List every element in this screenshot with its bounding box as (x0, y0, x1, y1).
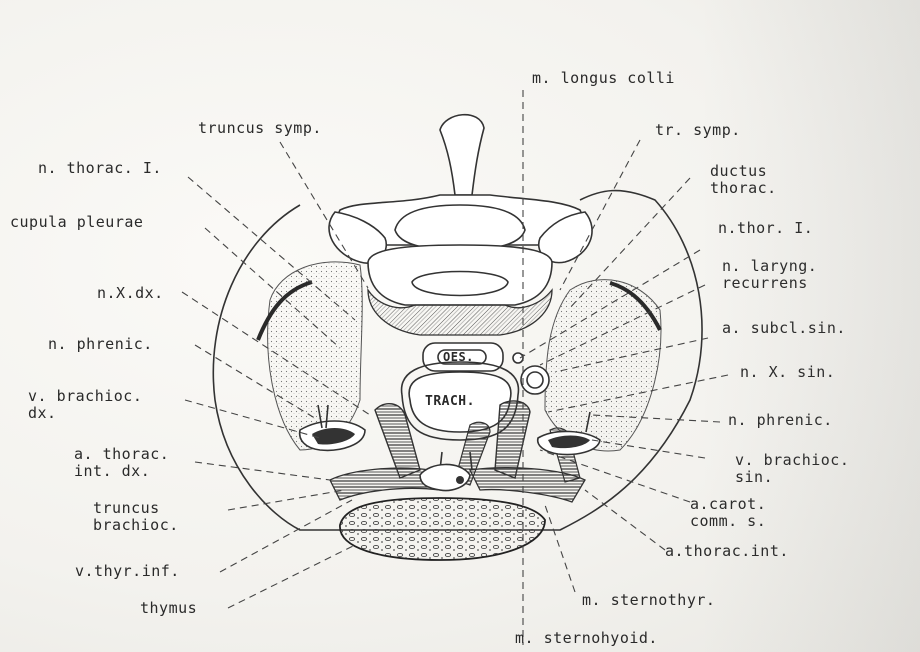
label-cupula-pleurae: cupula pleurae (10, 214, 143, 231)
label-a-thorac-int-dx: a. thorac. int. dx. (74, 446, 169, 480)
label-n-phrenic-right: n. phrenic. (728, 412, 833, 429)
label-n-thor-i: n.thor. I. (718, 220, 813, 237)
label-n-thorac-i: n. thorac. I. (38, 160, 162, 177)
label-oes: OES. (443, 349, 474, 366)
label-m-longus-colli: m. longus colli (532, 70, 675, 87)
label-ductus-thorac: ductus thorac. (710, 163, 777, 197)
truncus-brachioc-vessel (375, 404, 420, 478)
thymus-body (340, 498, 545, 560)
label-n-x-sin: n. X. sin. (740, 364, 835, 381)
label-truncus-symp: truncus symp. (198, 120, 322, 137)
carotid-left-vessel (495, 401, 530, 478)
label-m-sternohyoid: m. sternohyoid. (515, 630, 658, 647)
label-v-thyr-inf: v.thyr.inf. (75, 563, 180, 580)
label-n-phrenic-left: n. phrenic. (48, 336, 153, 353)
label-tr-symp: tr. symp. (655, 122, 741, 139)
label-v-brachioc-dx: v. brachioc. dx. (28, 388, 142, 422)
vertebral-arch (395, 205, 525, 250)
label-truncus-brachioc: truncus brachioc. (93, 500, 179, 534)
spinous-process (440, 115, 484, 195)
label-n-laryng-recurrens: n. laryng. recurrens (722, 258, 817, 292)
label-m-sternothyr: m. sternothyr. (582, 592, 715, 609)
label-a-subcl-sin: a. subcl.sin. (722, 320, 846, 337)
label-thymus: thymus (140, 600, 197, 617)
label-a-thorac-int: a.thorac.int. (665, 543, 789, 560)
label-trach: TRACH. (425, 393, 475, 410)
subclavian-artery-sin (521, 366, 549, 394)
recurrent-nerve-right (513, 353, 523, 363)
label-n-x-dx: n.X.dx. (97, 285, 164, 302)
label-v-brachioc-sin: v. brachioc. sin. (735, 452, 849, 486)
label-a-carot-comm-s: a.carot. comm. s. (690, 496, 766, 530)
